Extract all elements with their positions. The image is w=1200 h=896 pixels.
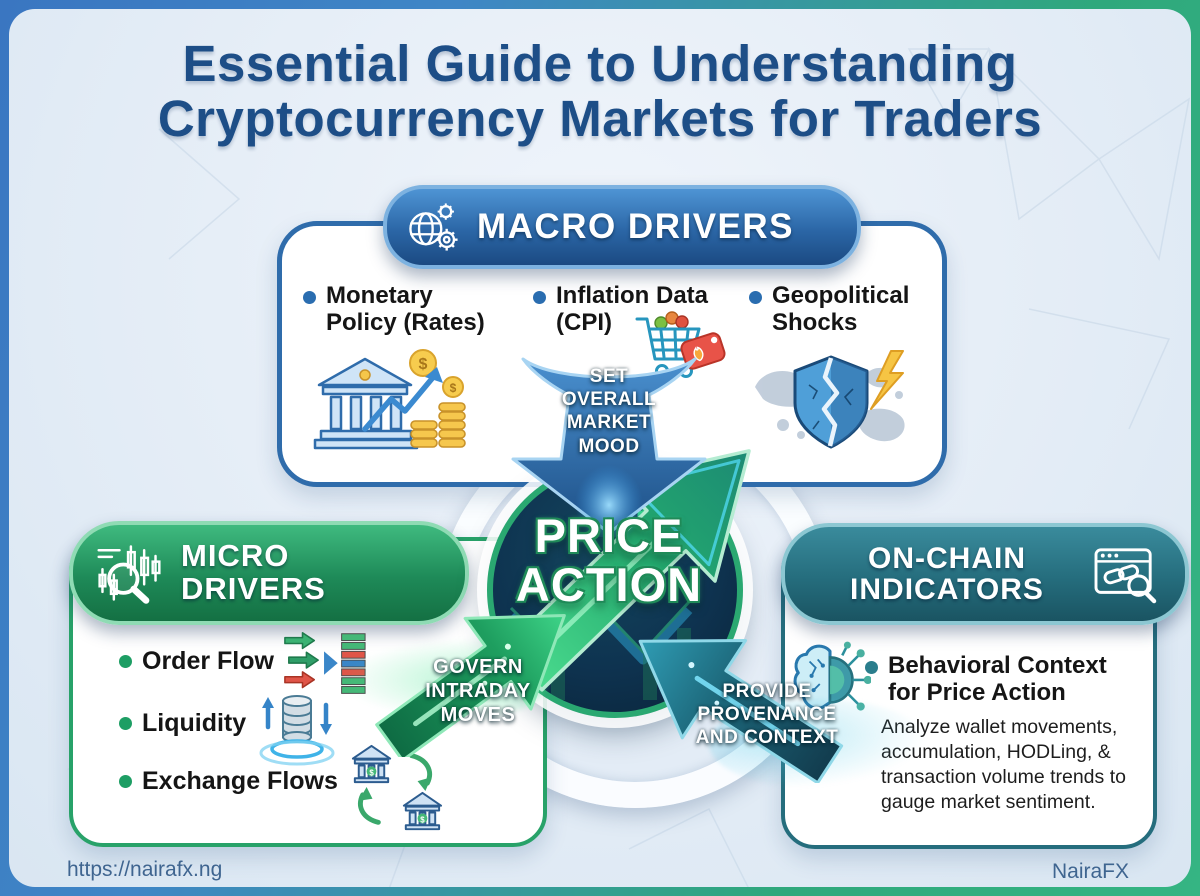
exchange-flows-icon: $ $ [347, 743, 445, 840]
onchain-item-description: Analyze wallet movements, accumulation, … [881, 716, 1126, 813]
liquidity-icon [253, 687, 341, 774]
svg-text:$: $ [450, 381, 457, 395]
macro-item-label: Geopolitical [772, 282, 910, 309]
micro-drivers-header: MICRO DRIVERS [69, 521, 469, 625]
svg-text:$: $ [420, 815, 425, 824]
infographic-canvas: Essential Guide to Understanding Cryptoc… [9, 9, 1191, 887]
bullet-dot [119, 775, 132, 788]
candlestick-magnifier-icon [93, 542, 165, 604]
micro-item-liquidity: Liquidity [119, 709, 246, 737]
page-title-line1: Essential Guide to Understanding [182, 35, 1018, 92]
onchain-indicators-header: ON-CHAIN INDICATORS [781, 523, 1189, 625]
macro-arrow-label: SET OVERALL MARKET MOOD [561, 366, 657, 457]
macro-down-arrow [491, 357, 727, 545]
brain-network-icon [789, 639, 872, 732]
price-action-title: PRICE ACTION [515, 509, 703, 611]
footer-brand: NairaFX [1051, 860, 1129, 883]
svg-text:$: $ [369, 768, 374, 777]
macro-item-monetary-policy: Monetary Policy (Rates) [303, 282, 485, 337]
micro-item-exchange-flows: Exchange Flows [119, 767, 338, 795]
micro-item-order-flow: Order Flow [119, 647, 274, 675]
bullet-dot [533, 291, 546, 304]
page-title-line2: Cryptocurrency Markets for Traders [157, 89, 1043, 147]
onchain-item-behavioral-context: Behavioral Context for Price Action [865, 652, 1107, 707]
macro-drivers-header: MACRO DRIVERS [383, 185, 861, 269]
macro-item-geopolitical-shocks: Geopolitical Shocks [749, 282, 910, 337]
onchain-indicators-title: ON-CHAIN INDICATORS [850, 541, 1044, 606]
onchain-arrow-label: PROVIDE PROVENANCE AND CONTEXT [695, 681, 839, 748]
broken-shield-map-icon [749, 345, 913, 468]
macro-item-label: Policy (Rates) [326, 308, 485, 336]
macro-item-inflation-data: Inflation Data (CPI) [533, 282, 709, 337]
browser-chainlink-magnifier-icon [1093, 544, 1159, 604]
bank-growth-icon: $ $ [307, 347, 467, 462]
macro-drivers-title: MACRO DRIVERS [477, 207, 795, 246]
onchain-provide-arrow [601, 615, 857, 785]
footer-url: https://nairafx.ng [67, 858, 223, 881]
svg-text:$: $ [419, 356, 428, 373]
macro-item-label: Shocks [772, 308, 858, 336]
bullet-dot [303, 291, 316, 304]
micro-govern-arrow [361, 601, 593, 762]
macro-item-label: Monetary [326, 282, 433, 309]
macro-item-label: (CPI) [556, 308, 612, 336]
bullet-dot [749, 291, 762, 304]
page-title: Essential Guide to Understanding Cryptoc… [9, 35, 1191, 147]
macro-item-label: Inflation Data [556, 282, 709, 309]
micro-drivers-title: MICRO DRIVERS [181, 538, 326, 606]
bullet-dot [119, 655, 132, 668]
order-flow-icon [281, 627, 369, 710]
micro-arrow-label: GOVERN INTRADAY MOVES [425, 656, 531, 726]
globe-gears-icon [405, 199, 463, 255]
bullet-dot [119, 717, 132, 730]
bullet-dot [865, 661, 878, 674]
